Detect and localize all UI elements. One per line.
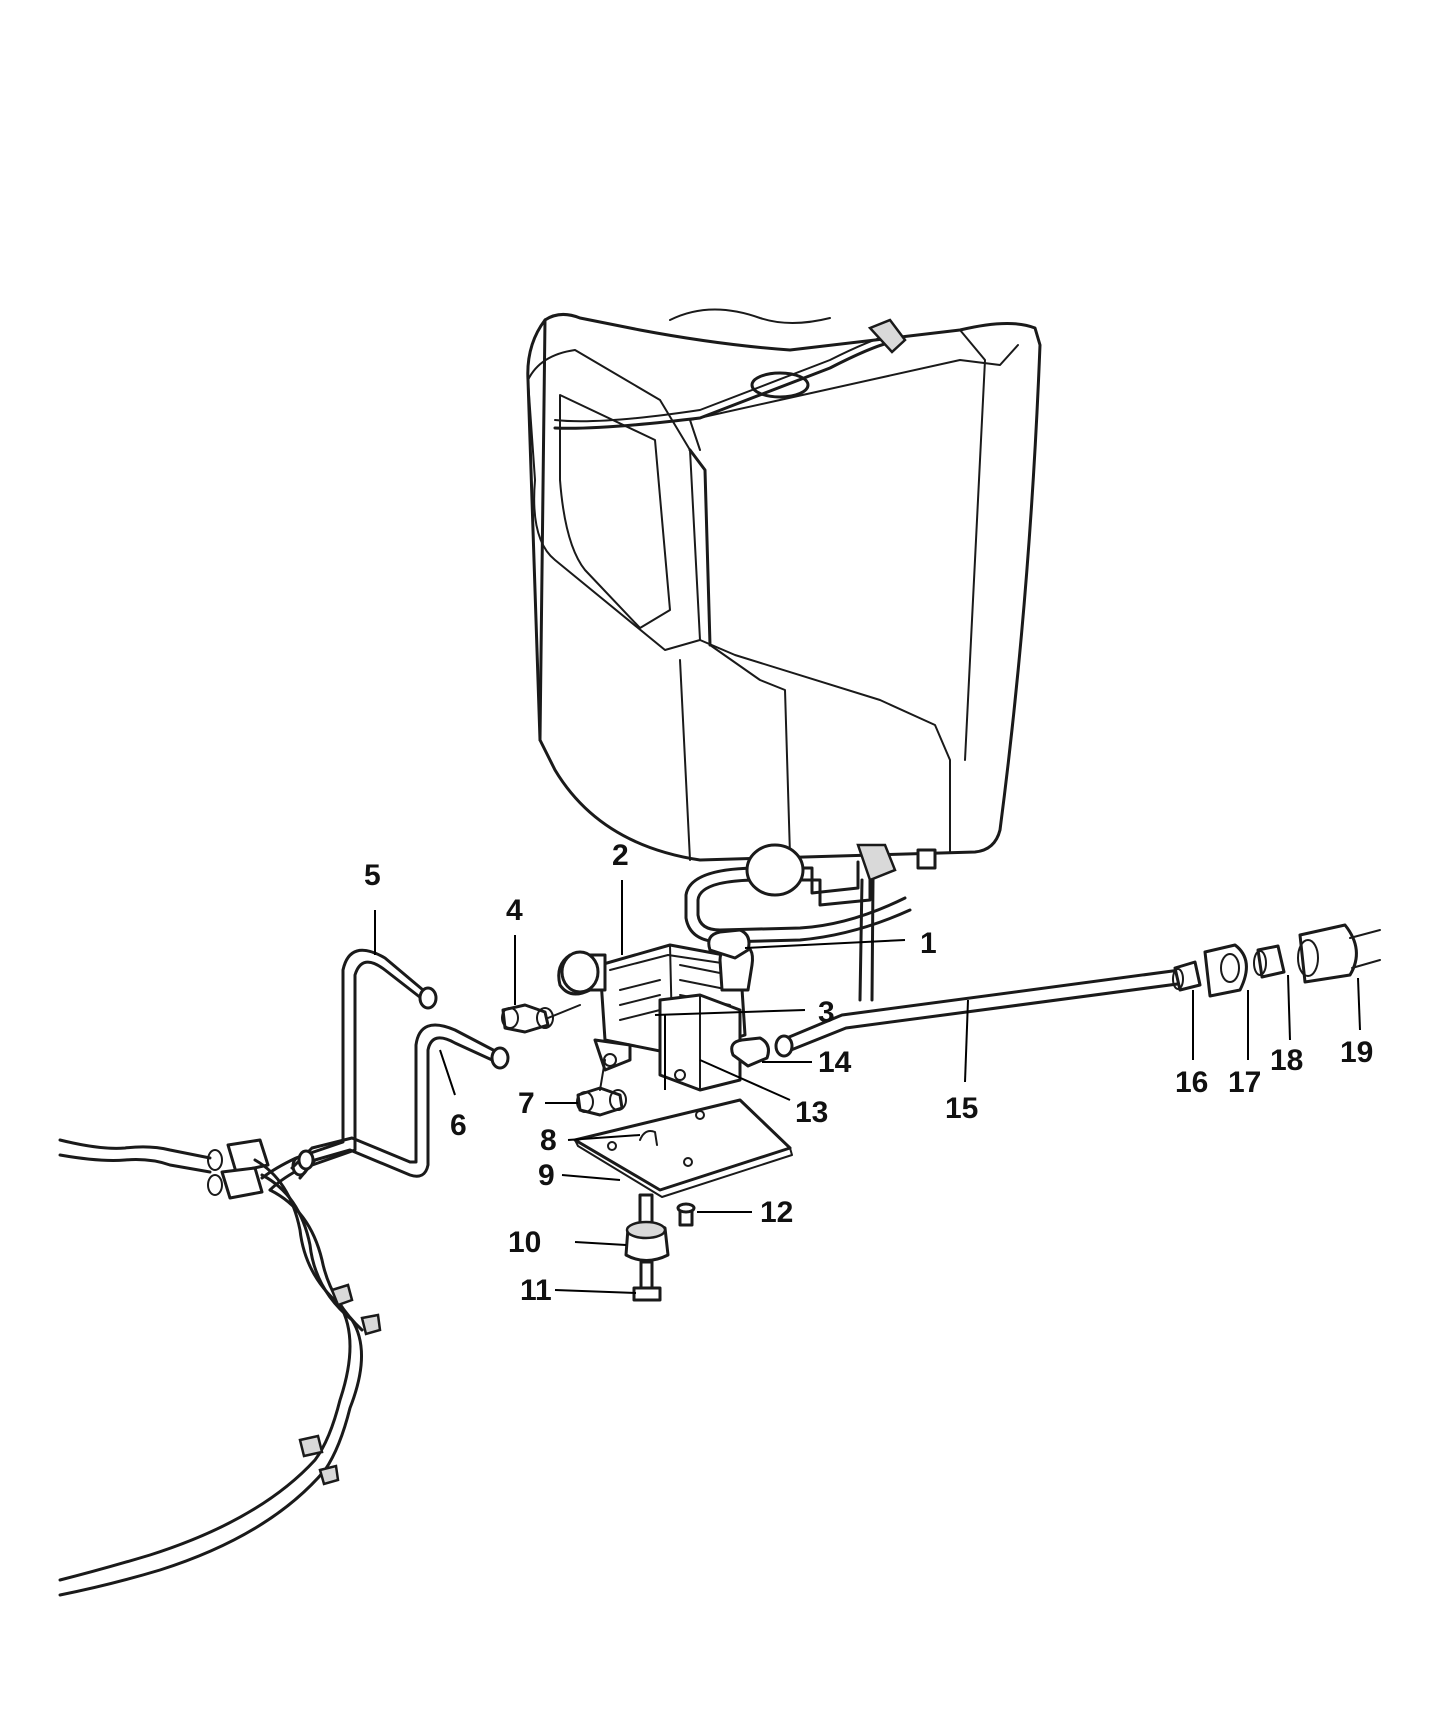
callout-13: 13 <box>795 1096 828 1129</box>
callout-11: 11 <box>520 1274 552 1307</box>
callout-3: 3 <box>818 996 835 1029</box>
callout-16: 16 <box>1175 1066 1208 1099</box>
hose-junction <box>207 1138 270 1200</box>
isolator-stack <box>624 1193 696 1302</box>
long-hose-harness <box>58 1138 382 1597</box>
callout-14: 14 <box>818 1046 852 1079</box>
callout-5: 5 <box>364 859 381 892</box>
pump-intake-hose <box>684 843 937 1002</box>
filler-cap <box>750 371 810 399</box>
callout-2: 2 <box>612 839 629 872</box>
callout-6: 6 <box>450 1109 467 1142</box>
elbow-fitting-lower <box>576 1086 627 1117</box>
fitting-16 <box>1172 960 1202 992</box>
callout-17: 17 <box>1228 1066 1261 1099</box>
callout-15: 15 <box>945 1092 978 1125</box>
hose-5 <box>260 948 438 1192</box>
fitting-17 <box>1203 943 1248 998</box>
tank-hose-clip <box>867 318 907 354</box>
mount-plate <box>573 1098 793 1198</box>
washer-pump <box>557 943 754 1092</box>
pump-connector-rear <box>730 1036 770 1068</box>
inline-filter <box>745 843 805 897</box>
leader-lines <box>374 880 1361 1294</box>
callout-9: 9 <box>538 1159 555 1192</box>
callout-1: 1 <box>920 927 937 960</box>
callout-8: 8 <box>540 1124 557 1157</box>
callout-18: 18 <box>1270 1044 1303 1077</box>
hose-6 <box>290 1023 510 1180</box>
callout-7: 7 <box>518 1087 535 1120</box>
elbow-fitting-upper <box>501 1003 554 1034</box>
fitting-19 <box>1297 923 1381 984</box>
callout-numbers: 1 2 3 4 5 6 7 8 9 10 11 12 13 14 15 16 1… <box>364 839 1373 1307</box>
callout-4: 4 <box>506 894 523 927</box>
callout-10: 10 <box>508 1226 541 1259</box>
reservoir-tank <box>526 308 1042 862</box>
callout-12: 12 <box>760 1196 793 1229</box>
fitting-18 <box>1253 944 1286 979</box>
hose-15 <box>774 968 1187 1058</box>
callout-19: 19 <box>1340 1036 1373 1069</box>
